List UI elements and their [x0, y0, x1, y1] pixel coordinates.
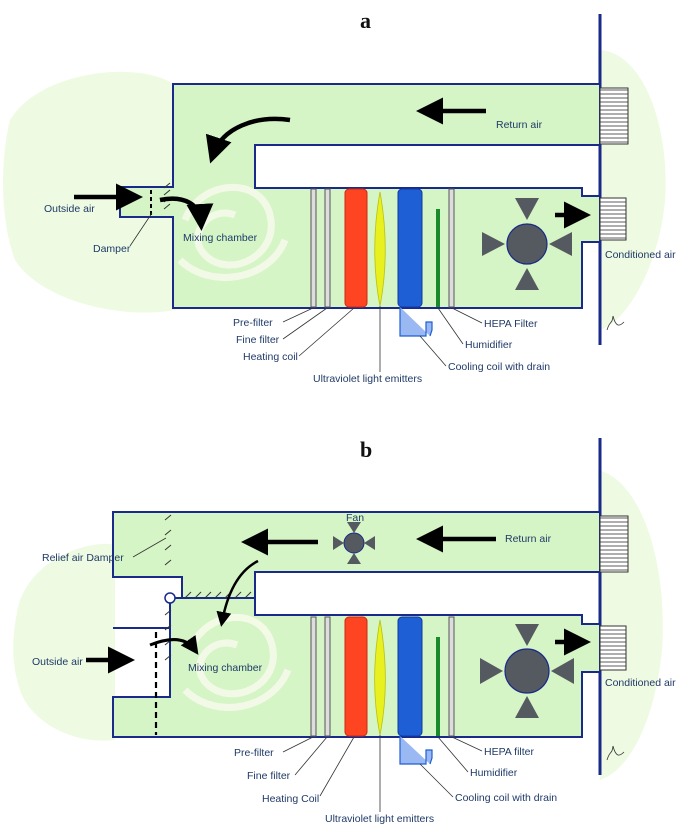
- label-damper: Damper: [93, 243, 131, 255]
- intake-flow-arrow: [149, 635, 199, 655]
- label-mixing-chamber: Mixing chamber: [183, 232, 258, 244]
- return-turn-arrow: [205, 116, 291, 164]
- supply-fan-b: [480, 624, 574, 718]
- label-cooling-coil: Cooling coil with drain: [448, 361, 550, 373]
- damper-hinge: [164, 592, 176, 604]
- return-fan: [333, 522, 375, 564]
- fine-filter-b: [324, 616, 331, 737]
- supply-air-grille-b: [599, 625, 627, 671]
- fine-filter: [324, 188, 331, 308]
- label-relief-air-damper: Relief air Damper: [42, 552, 124, 564]
- label-fan: Fan: [346, 512, 364, 524]
- cooling-coil-b: [397, 616, 423, 737]
- label-return-air: Return air: [496, 119, 543, 131]
- label-hepa-filter: HEPA Filter: [484, 318, 538, 330]
- humidifier: [436, 209, 440, 307]
- air-flow-arrows-b: [86, 525, 591, 674]
- label-fine-filter-b: Fine filter: [247, 770, 291, 782]
- label-heating-coil: Heating coil: [243, 351, 298, 363]
- supply-fan: [482, 198, 572, 290]
- pre-filter-b: [310, 616, 317, 737]
- panel-a: a: [3, 8, 676, 385]
- label-humidifier-b: Humidifier: [470, 767, 518, 779]
- label-fine-filter: Fine filter: [236, 334, 280, 346]
- return-turn-arrow-b: [216, 559, 259, 627]
- label-humidifier: Humidifier: [465, 339, 513, 351]
- label-outside-air-b: Outside air: [32, 656, 83, 668]
- signature-mark: [606, 315, 625, 331]
- backdrop-wash-left-b: [13, 543, 115, 741]
- air-flow-arrows: [74, 97, 591, 231]
- signature-mark-b: [606, 745, 625, 761]
- heating-coil: [344, 188, 368, 308]
- return-air-grille-b: [599, 515, 629, 573]
- pre-filter: [310, 188, 317, 308]
- cooling-coil-drain: [399, 307, 433, 337]
- backdrop-wash-left: [3, 71, 176, 313]
- label-mixing-chamber-b: Mixing chamber: [188, 662, 263, 674]
- return-air-grille: [599, 87, 629, 145]
- label-cooling-coil-b: Cooling coil with drain: [455, 792, 557, 804]
- damper-flow-arrow: [159, 196, 214, 231]
- label-conditioned-air-b: Conditioned air: [605, 677, 676, 689]
- hepa-filter: [448, 188, 455, 308]
- label-pre-filter-b: Pre-filter: [234, 747, 274, 759]
- label-outside-air: Outside air: [44, 203, 95, 215]
- label-pre-filter: Pre-filter: [233, 317, 273, 329]
- cooling-coil-drain-b: [399, 736, 433, 765]
- label-uv-emitters-b: Ultraviolet light emitters: [325, 813, 434, 825]
- label-uv-emitters: Ultraviolet light emitters: [313, 373, 422, 385]
- supply-air-grille: [599, 197, 627, 241]
- humidifier-b: [436, 637, 440, 736]
- label-conditioned-air: Conditioned air: [605, 249, 676, 261]
- panel-b-heading: b: [360, 437, 372, 462]
- label-return-air-b: Return air: [505, 533, 552, 545]
- heating-coil-b: [344, 616, 368, 737]
- label-heating-coil-b: Heating Coil: [262, 793, 319, 805]
- panel-b: b: [13, 437, 676, 825]
- panel-a-heading: a: [360, 8, 371, 33]
- hepa-filter-b: [448, 616, 455, 737]
- cooling-coil: [397, 188, 423, 308]
- label-hepa-filter-b: HEPA filter: [484, 746, 534, 758]
